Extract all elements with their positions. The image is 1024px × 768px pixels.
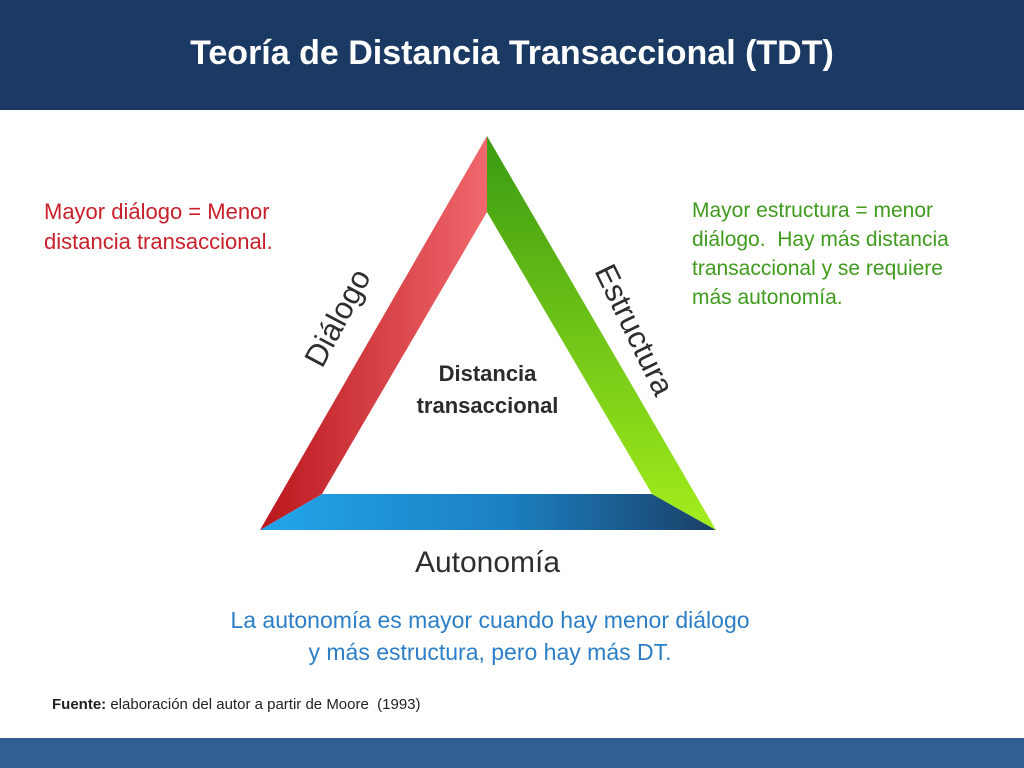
estructura-note-line-2: diálogo. Hay más distancia — [692, 228, 949, 251]
dialogo-side — [260, 136, 487, 530]
autonomia-side — [260, 494, 716, 530]
estructura-note-line-1: Mayor estructura = menor — [692, 199, 934, 222]
autonomia-note-line-2: y más estructura, pero hay más DT. — [308, 639, 672, 665]
source-text: elaboración del autor a partir de Moore … — [110, 696, 421, 713]
header-bar — [0, 0, 1024, 110]
estructura-note: Mayor estructura = menor diálogo. Hay má… — [692, 196, 1002, 312]
center-label-line-2: transaccional — [416, 393, 559, 418]
estructura-side — [487, 136, 716, 530]
dialogo-note-line-1: Mayor diálogo = Menor — [44, 199, 270, 224]
center-label: Distancia transaccional — [380, 358, 595, 422]
dialogo-note-line-2: distancia transaccional. — [44, 229, 273, 254]
source-label: Fuente: — [52, 696, 107, 713]
autonomia-label: Autonomía — [414, 546, 561, 579]
slide-title: Teoría de Distancia Transaccional (TDT) — [190, 34, 834, 72]
source-citation: Fuente: elaboración del autor a partir d… — [52, 696, 421, 713]
center-label-line-1: Distancia — [438, 361, 537, 386]
autonomia-note-line-1: La autonomía es mayor cuando hay menor d… — [230, 607, 750, 633]
estructura-note-line-3: transaccional y se requiere — [692, 257, 943, 280]
estructura-note-line-4: más autonomía. — [692, 286, 843, 309]
dialogo-note: Mayor diálogo = Menor distancia transacc… — [44, 197, 334, 257]
autonomia-note: La autonomía es mayor cuando hay menor d… — [180, 604, 800, 668]
footer-bar — [0, 738, 1024, 768]
